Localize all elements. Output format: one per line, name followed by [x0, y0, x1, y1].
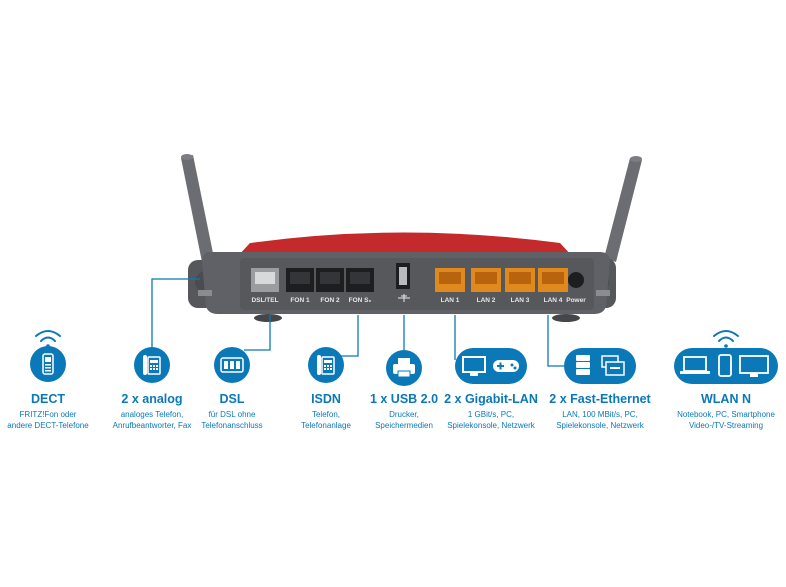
analog-phone-icon	[134, 347, 170, 383]
port-label-7: LAN 4	[544, 297, 563, 304]
port-socket-7	[542, 272, 564, 284]
feature-isdn: ISDN Telefon, Telefonanlage	[267, 392, 385, 431]
port-socket-3	[350, 272, 370, 284]
feature-title: 2 x Fast-Ethernet	[549, 392, 651, 406]
feature-title: DSL	[219, 392, 245, 406]
feature-description-line: Speichermedien	[375, 421, 433, 430]
port-socket-1	[290, 272, 310, 284]
feature-description-line: Spielekonsole, Netzwerk	[447, 421, 535, 430]
feature-description-line: Telefon,	[311, 410, 341, 419]
feature-description: LAN, 100 MBit/s, PC, Spielekonsole, Netzw…	[541, 409, 659, 431]
wifi-signal-icon	[713, 330, 739, 348]
feature-title: 2 x Gigabit-LAN	[444, 392, 538, 406]
feature-description-line: Spielekonsole, Netzwerk	[556, 421, 644, 430]
feature-description-line: Video-/TV-Streaming	[688, 421, 764, 430]
feature-description: 1 GBit/s, PC, Spielekonsole, Netzwerk	[432, 409, 550, 431]
feature-dect: DECT FRITZ!Fon oder andere DECT-Telefone	[0, 392, 107, 431]
port-label-4: LAN 1	[441, 297, 460, 304]
feature-gigabit-lan: 2 x Gigabit-LAN 1 GBit/s, PC, Spielekonsol…	[432, 392, 550, 431]
devices-icon	[674, 348, 778, 384]
router-ports: DSL/TEL FON 1 FON 2 FON S₀ LAN 1 LAN 2 LAN 3 LA…	[251, 263, 586, 304]
feature-description: Drucker, Speichermedien	[345, 409, 463, 431]
feature-description-line: 1 GBit/s, PC,	[467, 410, 515, 419]
port-label-3: FON S₀	[349, 297, 372, 304]
feature-description-line: Notebook, PC, Smartphone	[677, 410, 775, 419]
dect-phone-icon	[30, 346, 66, 382]
connector-dsl	[244, 315, 271, 351]
feature-description-line: Anrufbeantworter, Fax	[112, 421, 192, 430]
feature-description-line: LAN, 100 MBit/s, PC,	[562, 410, 638, 419]
usb-symbol-icon	[398, 294, 410, 302]
port-label-0: DSL/TEL	[251, 297, 278, 304]
feature-description-line: andere DECT-Telefone	[7, 421, 89, 430]
feature-title: ISDN	[311, 392, 341, 406]
wifi-signal-icon	[35, 330, 61, 348]
feature-description-line: Telefonanschluss	[201, 421, 263, 430]
isdn-phone-icon	[308, 347, 344, 383]
feature-title: 1 x USB 2.0	[369, 392, 439, 406]
printer-icon	[386, 350, 422, 386]
port-label-5: LAN 2	[477, 297, 496, 304]
port-socket-6	[509, 272, 531, 284]
port-label-6: LAN 3	[511, 297, 530, 304]
port-label-1: FON 1	[290, 297, 310, 304]
port-socket-4	[439, 272, 461, 284]
usb-port-tongue	[399, 267, 407, 285]
feature-description-line: für DSL ohne	[208, 410, 256, 419]
feature-description-line: Drucker,	[389, 410, 419, 419]
feature-description: analoges Telefon, Anrufbeantworter, Fax	[93, 409, 211, 431]
feature-icons	[30, 330, 778, 386]
dsl-splitter-icon	[214, 347, 250, 383]
feature-title: WLAN N	[701, 392, 751, 406]
feature-description-line: analoges Telefon,	[120, 410, 184, 419]
feature-description-line: Telefonanlage	[301, 421, 351, 430]
port-socket-0	[255, 272, 275, 284]
port-socket-2	[320, 272, 340, 284]
feature-analog: 2 x analog analoges Telefon, Anrufbeantwor…	[93, 392, 211, 431]
router-top-cover	[238, 232, 572, 256]
connector-isdn	[336, 315, 359, 357]
port-label-8: Power	[566, 297, 586, 304]
connector-analog	[151, 278, 200, 356]
port-label-2: FON 2	[320, 297, 340, 304]
monitor-gamepad-icon	[455, 348, 527, 384]
server-display-icon	[564, 348, 636, 384]
feature-title: DECT	[30, 392, 66, 406]
feature-description: Telefon, Telefonanlage	[267, 409, 385, 431]
feature-description-line: FRITZ!Fon oder	[19, 410, 77, 419]
port-socket-5	[475, 272, 497, 284]
feature-title: 2 x analog	[121, 392, 183, 406]
feature-description: FRITZ!Fon oder andere DECT-Telefone	[0, 409, 107, 431]
power-socket	[568, 272, 584, 288]
